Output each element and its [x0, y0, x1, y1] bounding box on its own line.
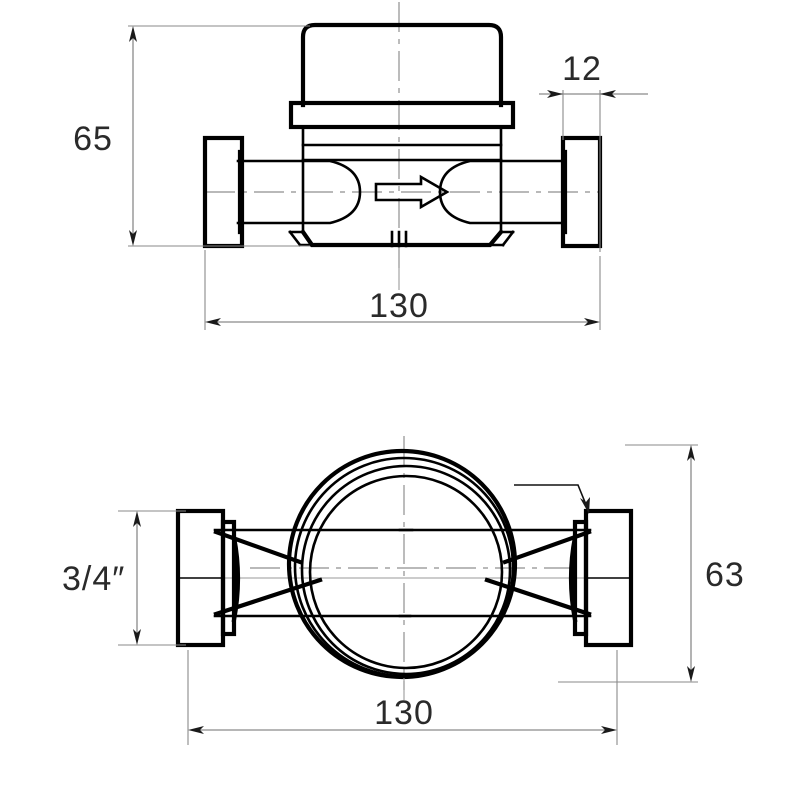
dimension-width-63: 63	[558, 444, 745, 683]
plan-view: 3/4″ 63 130	[62, 436, 745, 745]
body-base-trapezoid	[300, 229, 504, 248]
leader-arrowhead	[580, 497, 590, 514]
dimension-flange-12: 12	[539, 50, 648, 252]
plan-union-nut-left-seal	[231, 534, 241, 623]
base-chamfers	[288, 230, 515, 247]
arrowhead-34-down	[133, 629, 141, 645]
arrowhead-130top-left	[205, 318, 221, 326]
dimension-height-65: 65	[73, 25, 310, 247]
arrowhead-63-down	[687, 666, 695, 682]
inlet-pipe-left	[236, 159, 362, 225]
dim-label-65: 65	[73, 120, 113, 158]
arrowhead-65-up	[129, 26, 137, 42]
register-housing-outline	[300, 22, 504, 108]
dim-label-thread-34: 3/4″	[62, 560, 125, 598]
arrowhead-12-right	[600, 90, 616, 98]
dimension-thread-34: 3/4″	[62, 510, 186, 646]
flange-leader-line	[514, 484, 590, 514]
arrowhead-63-up	[687, 445, 695, 461]
dim-label-12: 12	[562, 50, 602, 88]
side-elevation-view: 65 12 130	[73, 2, 648, 330]
arrowhead-65-down	[129, 230, 137, 246]
body-upper-sides	[301, 125, 503, 162]
outlet-pipe-right	[438, 159, 564, 225]
plan-union-nut-right-seal	[568, 534, 578, 623]
arrowhead-12-left	[547, 90, 563, 98]
plan-union-nut-right-shoulder	[572, 519, 589, 637]
register-dome-second-circle	[293, 456, 515, 678]
register-dome-inner-circle	[308, 474, 504, 670]
dimension-length-130-top: 130	[204, 250, 601, 330]
dim-label-130-bottom: 130	[374, 694, 434, 732]
plan-body-taper-upper-left	[213, 529, 303, 565]
arrowhead-34-up	[133, 511, 141, 527]
arrowhead-130top-right	[584, 318, 600, 326]
plan-union-nut-left-shoulder	[220, 519, 237, 637]
leader-path	[514, 484, 590, 513]
base-center-ribs	[390, 230, 408, 248]
arrowhead-130bot-right	[601, 726, 617, 734]
dim-label-63: 63	[705, 556, 745, 594]
dim-label-130-top: 130	[369, 287, 429, 325]
arrowhead-130bot-left	[188, 726, 204, 734]
flow-direction-arrow	[374, 174, 450, 210]
register-dome-third-circle	[300, 464, 512, 676]
body-main-sides	[301, 158, 503, 234]
dimension-length-130-bottom: 130	[187, 650, 618, 745]
collar-ring	[288, 100, 516, 130]
